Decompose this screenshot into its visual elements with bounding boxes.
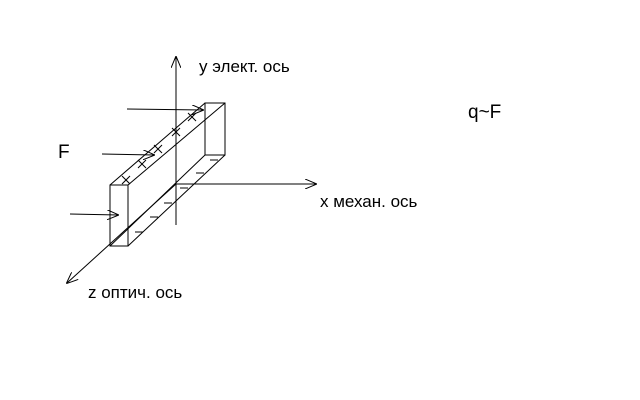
force-label: F xyxy=(58,142,70,163)
force-arrow-bottom xyxy=(69,214,118,215)
z-axis-label: z оптич. ось xyxy=(88,283,182,302)
crystal-block xyxy=(109,102,226,247)
force-arrow-middle xyxy=(101,154,154,155)
positive-charges xyxy=(121,112,197,185)
charge-force-relation: q~F xyxy=(468,102,501,123)
x-axis-label: x механ. ось xyxy=(320,192,418,211)
y-axis-label: y элект. ось xyxy=(199,57,290,76)
negative-charges xyxy=(135,159,218,233)
force-arrow-top xyxy=(126,109,203,110)
force-arrows xyxy=(69,109,203,215)
